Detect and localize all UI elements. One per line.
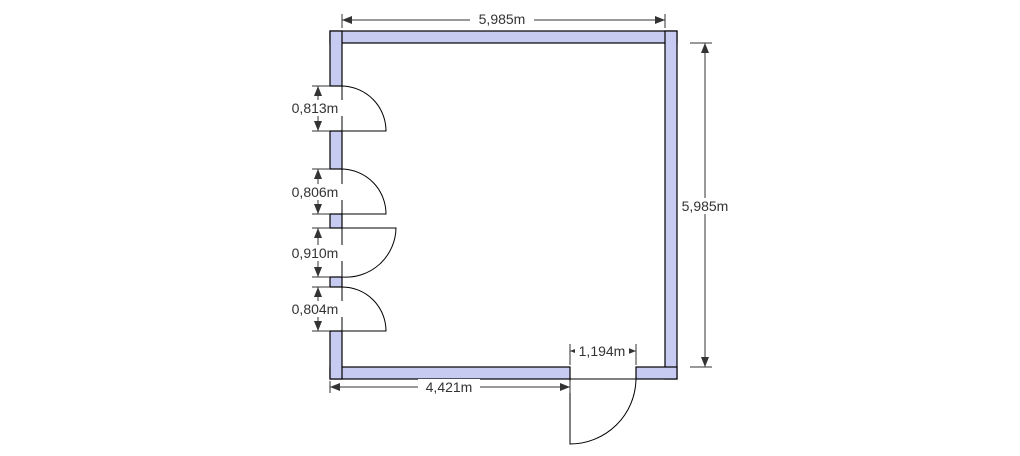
dim-left-door-3: 0,910m (292, 245, 339, 261)
doors (341, 85, 637, 445)
dim-left-door-1: 0,813m (292, 100, 339, 116)
wall-bottom-right (635, 366, 678, 380)
dim-left-door-4: 0,804m (292, 301, 339, 317)
door-left-2 (341, 168, 387, 215)
dim-bottom-left: 4,421m (426, 379, 473, 395)
dimensions: 5,985m 5,985m 4,421m 1,194m 0,813m (286, 11, 734, 395)
door-left-1 (341, 85, 387, 132)
wall-left-seg-3 (329, 213, 343, 229)
dim-bottom-door: 1,194m (579, 343, 626, 359)
wall-left-seg-4 (329, 276, 343, 288)
wall-bottom-left (329, 366, 571, 380)
wall-top (329, 30, 678, 44)
door-left-4 (341, 286, 387, 332)
dim-top-width: 5,985m (479, 11, 526, 27)
walls (329, 30, 678, 380)
door-bottom (569, 378, 637, 445)
wall-left-seg-1 (329, 30, 343, 87)
door-left-3 (341, 227, 397, 278)
dim-left-door-2: 0,806m (292, 184, 339, 200)
wall-left-seg-5 (329, 330, 343, 380)
wall-left-seg-2 (329, 130, 343, 170)
wall-right (664, 30, 678, 380)
dim-right-height: 5,985m (682, 198, 729, 214)
